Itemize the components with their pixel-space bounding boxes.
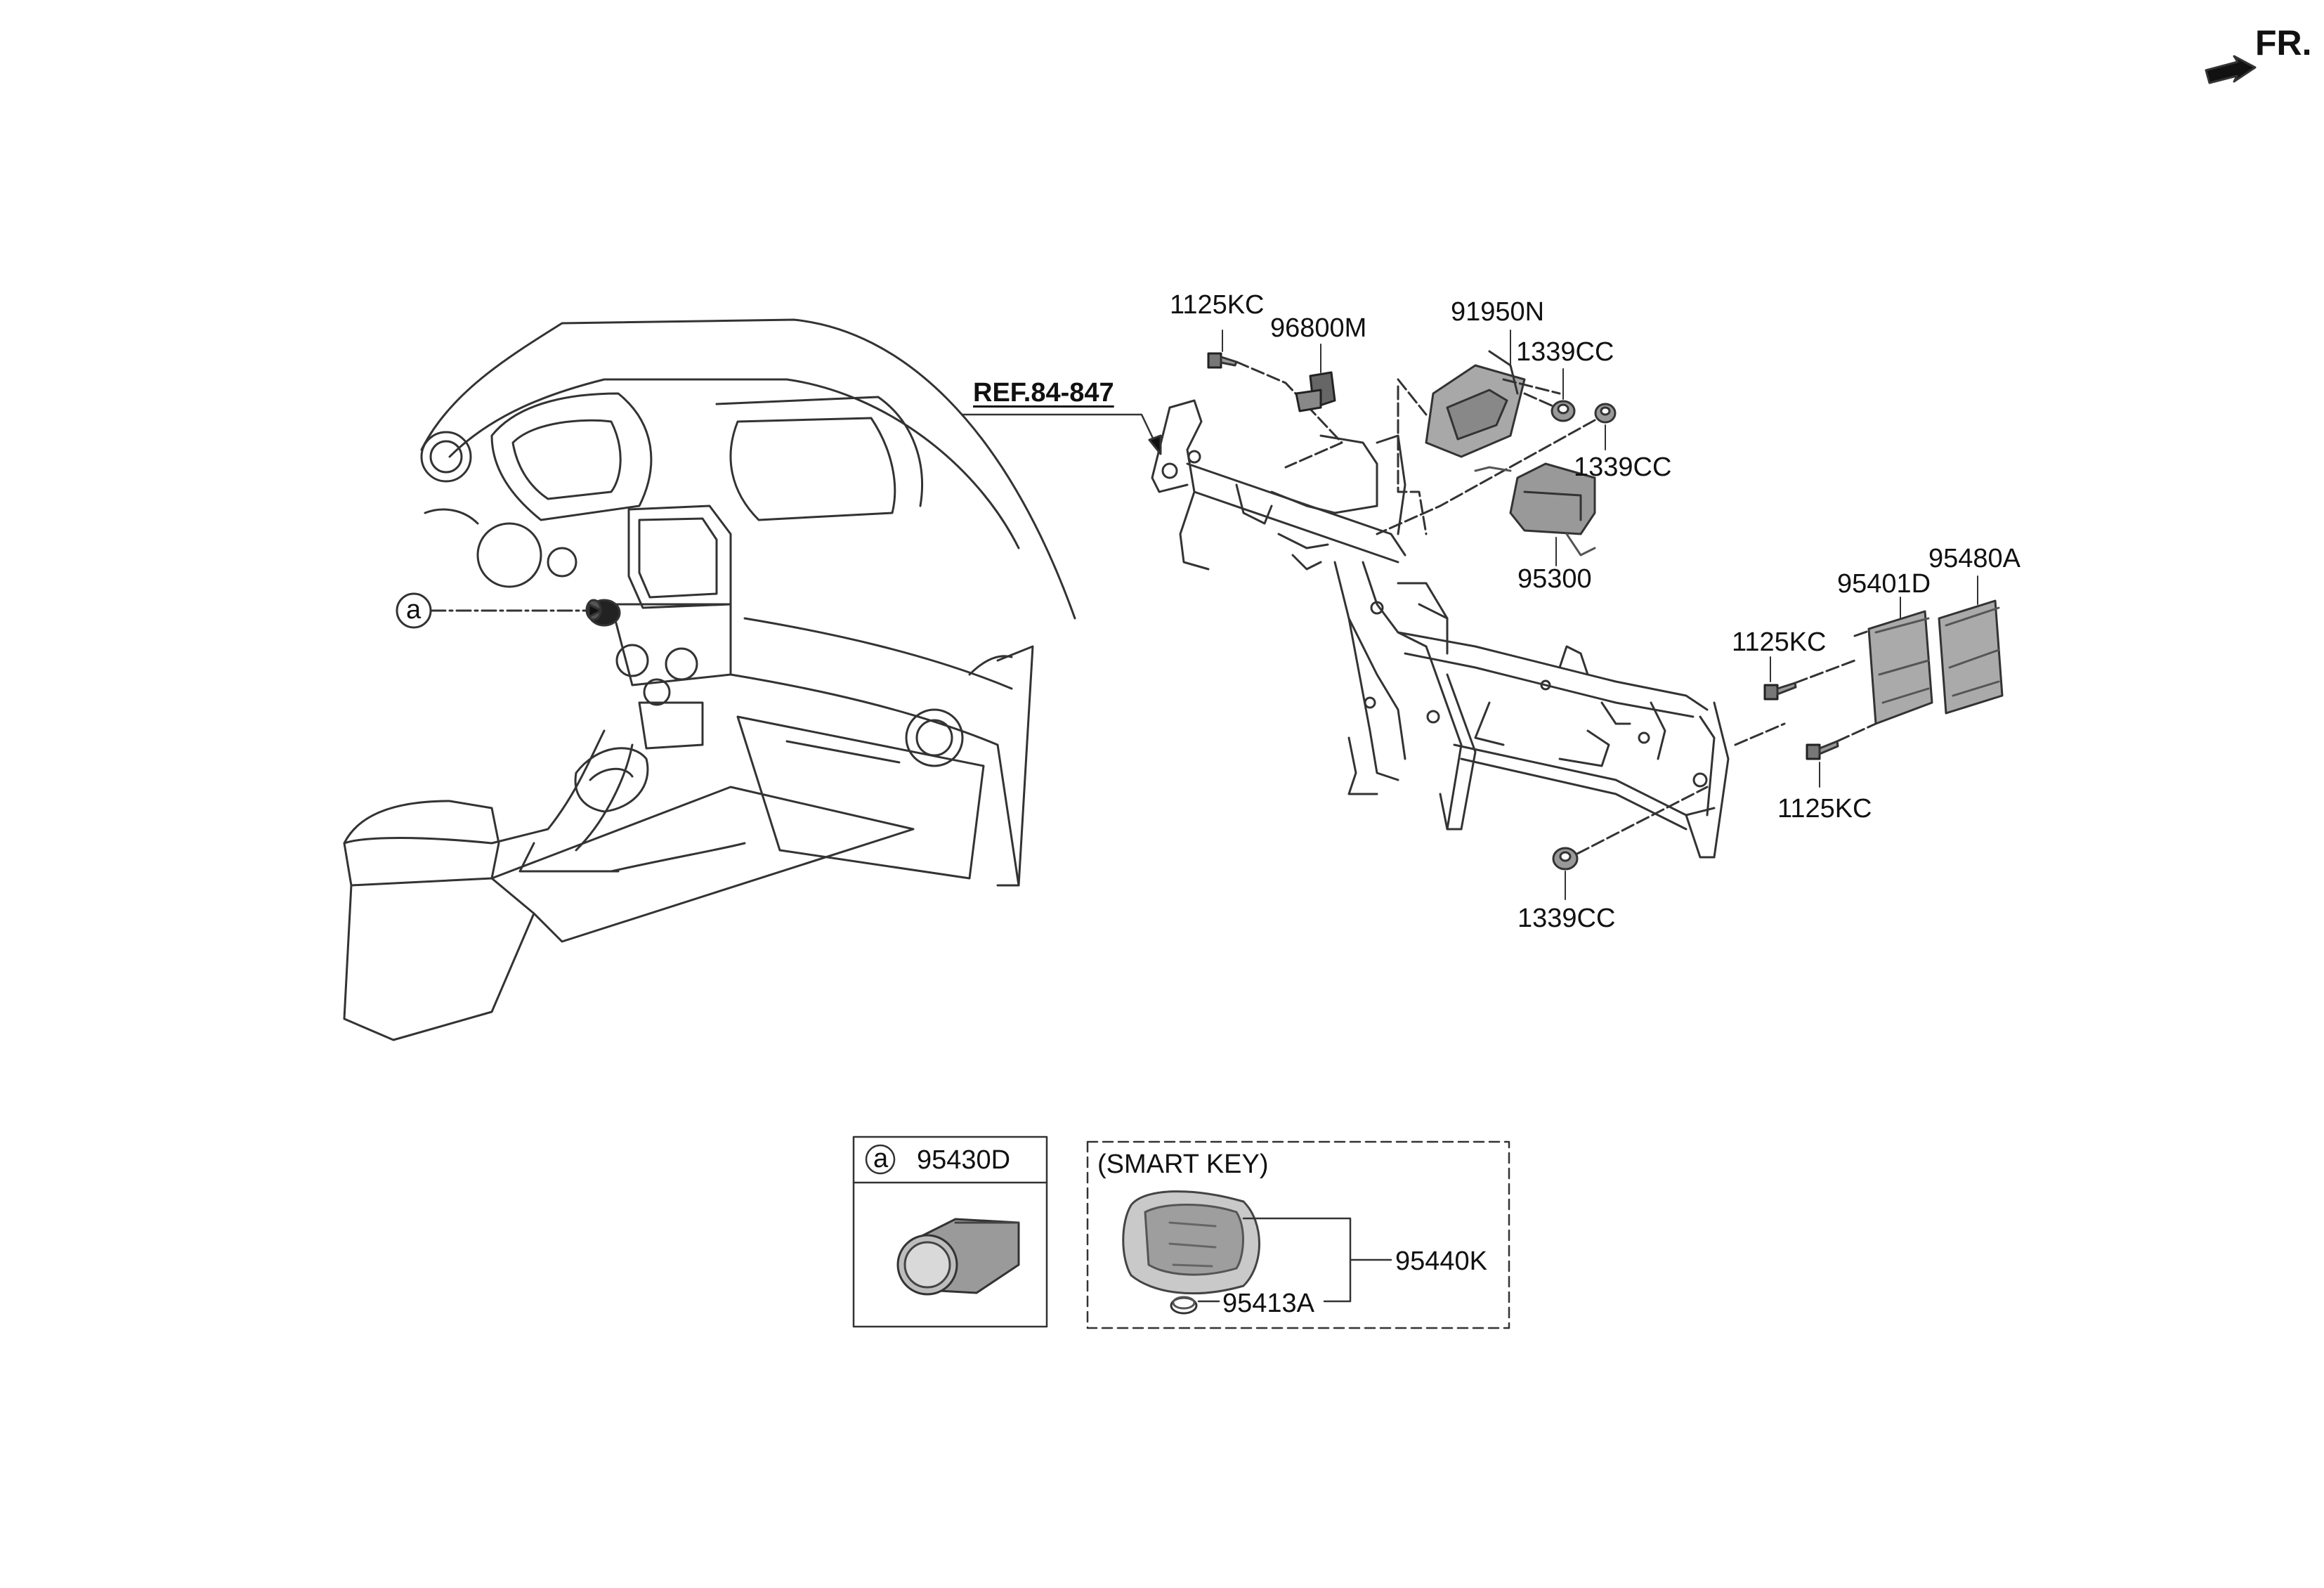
smart-key-illustration — [1122, 1190, 1260, 1295]
bolt-1125kc-low — [1806, 740, 1839, 760]
detail-box-a-frame — [852, 1135, 1048, 1328]
detail-box-a-letter: a — [873, 1144, 889, 1173]
cowl-crossmember — [1151, 399, 1730, 859]
bolt-1125kc-top — [1207, 352, 1238, 369]
front-direction-arrow — [2205, 55, 2257, 84]
ref-leader — [961, 413, 1157, 445]
part-label-95480a: 95480A — [1928, 544, 2021, 573]
nut-1339cc-low — [1552, 847, 1579, 871]
ref-arrowhead — [1148, 434, 1162, 455]
smart-key-bracket-lines — [1197, 1217, 1392, 1303]
reference-label[interactable]: REF.84-847 — [973, 378, 1114, 408]
part-96800m — [1295, 371, 1336, 412]
part-label-1125kc-low: 1125KC — [1777, 794, 1872, 824]
bolt-1125kc-mid — [1763, 682, 1797, 701]
start-button-illustration — [896, 1218, 1020, 1296]
part-95300 — [1474, 462, 1596, 557]
part-label-1125kc-top: 1125KC — [1170, 290, 1265, 320]
callout-a-letter: a — [406, 595, 422, 625]
part-label-95401d: 95401D — [1837, 569, 1931, 599]
part-label-95300: 95300 — [1517, 564, 1592, 594]
part-95480a — [1938, 599, 2004, 715]
part-label-96800m: 96800M — [1270, 313, 1367, 343]
nut-1339cc-b — [1594, 403, 1617, 424]
nut-1339cc-a — [1551, 400, 1576, 422]
coin-battery-illustration — [1170, 1296, 1198, 1315]
part-label-1339cc-low: 1339CC — [1517, 904, 1616, 933]
callout-a-arrowhead — [587, 603, 603, 618]
part-label-1339cc-a: 1339CC — [1516, 337, 1614, 367]
part-label-1339cc-b: 1339CC — [1574, 453, 1672, 482]
callout-a-circle — [396, 592, 432, 629]
part-label-95430d: 95430D — [917, 1145, 1011, 1175]
part-label-1125kc-mid: 1125KC — [1732, 627, 1827, 657]
part-label-91950n: 91950N — [1451, 297, 1545, 327]
part-label-95413a: 95413A — [1222, 1289, 1315, 1318]
front-direction-label: FR. — [2255, 23, 2312, 63]
smart-key-title: (SMART KEY) — [1097, 1150, 1269, 1179]
smart-key-box-frame — [1086, 1140, 1510, 1329]
part-label-95440k: 95440K — [1395, 1247, 1488, 1276]
part-91950n — [1425, 350, 1526, 458]
dashboard-illustration — [343, 318, 1076, 1041]
part-95401d — [1867, 610, 1933, 725]
